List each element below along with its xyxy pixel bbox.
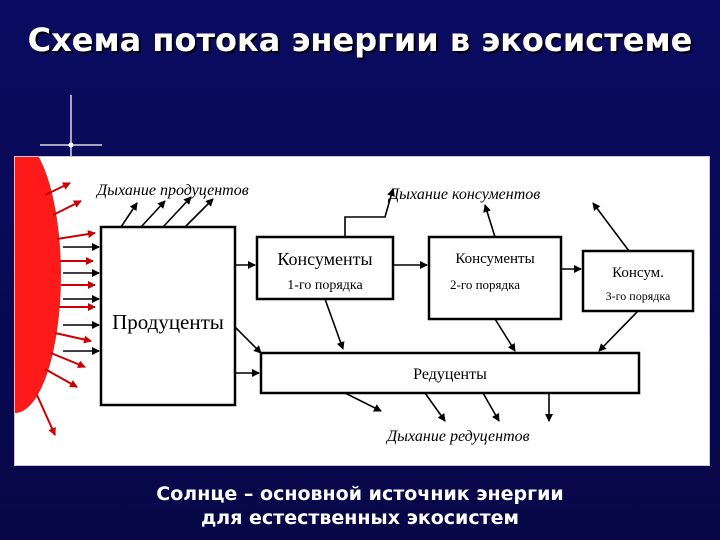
reducers-box [259,351,641,395]
caption-line-1: Солнце – основной источник энергии [156,483,564,505]
consumers-1-title: Консументы [277,249,372,269]
consumers-3-title: Консум. [612,265,664,281]
sun-rays [36,182,96,436]
consumer-respiration-arrows [344,188,630,252]
producers-label: Продуценты [112,310,224,334]
consumers-1-subtitle: 1-го порядка [287,278,363,293]
producers-box [99,225,237,407]
sunlight-arrows [63,243,100,355]
reducers-label: Редуценты [413,366,487,383]
caption-line-2: для естественных экосистем [200,507,520,529]
consumers-3-subtitle: 3-го порядка [606,289,671,303]
consumers-3-box [581,249,695,313]
consumers-1-box [255,235,395,301]
slide-caption: Солнце – основной источник энергии для е… [20,482,700,530]
flow-arrows [234,261,639,377]
reducer-respiration-arrows [344,392,553,422]
producer-respiration-arrows [120,196,214,228]
consumers-2-subtitle: 2-го порядка [450,277,520,292]
reducer-respiration-label: Дыхание редуцентов [385,428,530,445]
producer-respiration-label: Дыхание продуцентов [95,182,249,199]
consumer-respiration-label: Дыхание консументов [387,186,540,203]
consumers-2-title: Консументы [455,251,534,267]
slide-title: Схема потока энергии в экосистеме [27,21,693,59]
consumers-2-box [427,235,563,321]
sun-shape [15,157,61,413]
energy-flow-diagram: Продуценты Консументы 1-го порядка Консу… [14,156,710,466]
